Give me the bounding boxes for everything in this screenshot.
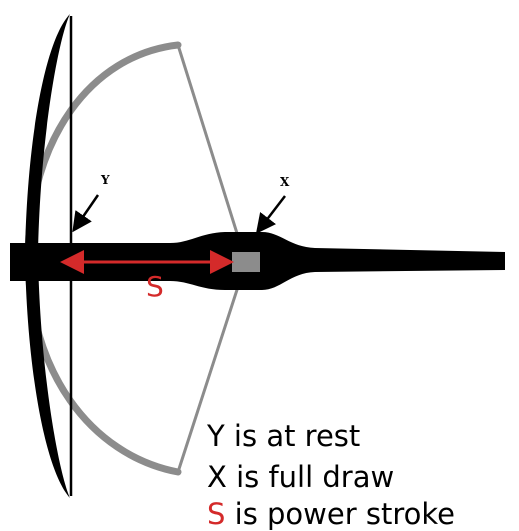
trigger-nut (232, 252, 260, 272)
caption-power-stroke: S is power stroke (207, 497, 455, 531)
rest-marker-label: Y (100, 173, 110, 187)
caption-full-draw: X is full draw (207, 460, 395, 494)
draw-pointer-arrow (255, 195, 286, 234)
caption-power-stroke-text: is power stroke (225, 497, 455, 531)
power-stroke-label: S (146, 270, 164, 303)
draw-marker-label: X (280, 175, 290, 189)
caption-s-letter: S (207, 497, 226, 531)
bow-limb-rest (25, 14, 70, 498)
crossbow-diagram: Y X S (10, 14, 505, 498)
caption-rest: Y is at rest (207, 419, 361, 453)
rest-pointer-arrow (72, 194, 100, 233)
